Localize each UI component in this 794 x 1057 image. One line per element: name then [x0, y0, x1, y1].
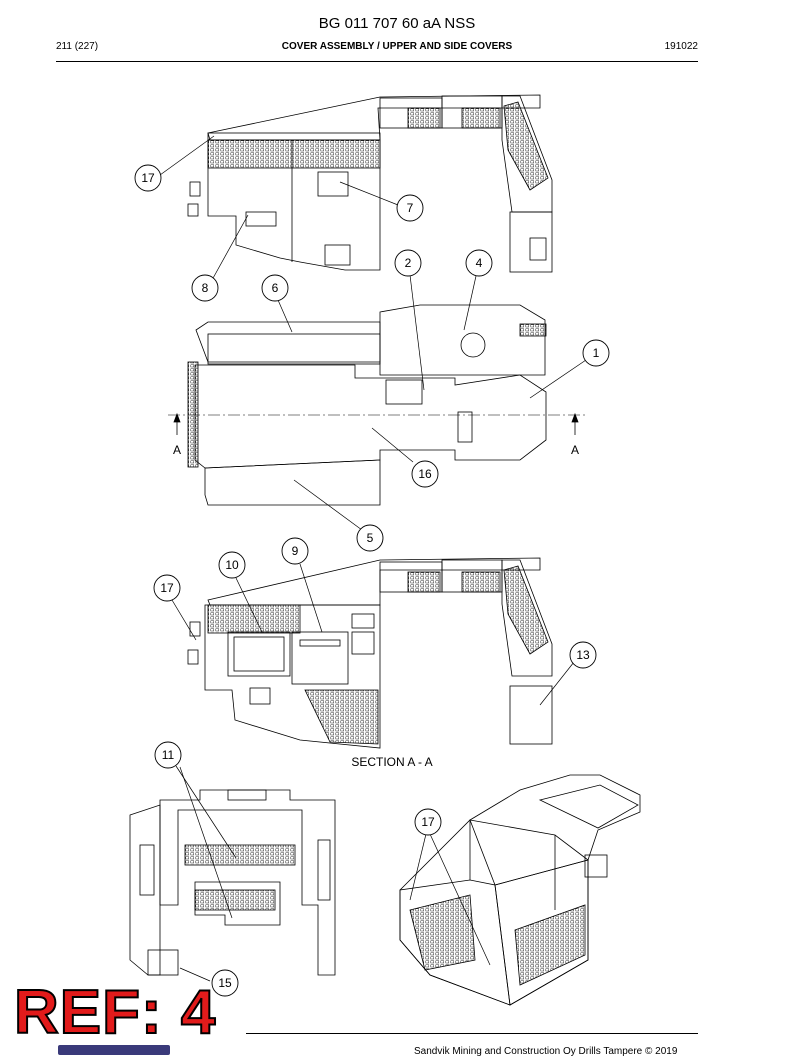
callout-label: 13: [576, 648, 590, 662]
section-view: [187, 557, 553, 749]
section-label: SECTION A - A: [351, 755, 432, 769]
footer-copyright: Sandvik Mining and Construction Oy Drill…: [414, 1046, 678, 1057]
callout-label: 8: [202, 281, 209, 295]
callout-label: 1: [593, 346, 600, 360]
document-title: BG 011 707 60 aA NSS: [318, 15, 476, 32]
leader-lines: [159, 135, 587, 982]
page-number: 211 (227): [56, 41, 99, 52]
document-code: 191022: [664, 41, 698, 52]
callout-bubbles: [134, 164, 610, 997]
callout-label: 17: [421, 815, 435, 829]
callout-label: 15: [218, 976, 232, 990]
sandvik-logo: [58, 1045, 170, 1055]
callout-label: 11: [162, 748, 175, 762]
drawing-text: 17 7 8 6 2 4 1 16 5 10 9 17 13 11 17 15 …: [141, 171, 599, 990]
section-mark-right: A: [571, 443, 579, 457]
plan-view: [168, 304, 588, 506]
callout-label: 17: [141, 171, 155, 185]
callout-label: 17: [160, 581, 174, 595]
header-rule: [56, 61, 698, 62]
callout-label: 4: [476, 256, 483, 270]
callout-label: 10: [225, 558, 239, 572]
callout-label: 7: [407, 201, 414, 215]
footer-rule: [246, 1033, 698, 1034]
top-side-view: [187, 94, 553, 273]
callout-label: 2: [405, 256, 412, 270]
isometric-view: [399, 774, 641, 1006]
section-mark-left: A: [173, 443, 181, 457]
callout-label: 6: [272, 281, 279, 295]
ref-stamp: REF: 4: [13, 978, 217, 1047]
callout-label: 9: [292, 544, 299, 558]
callout-label: 5: [367, 531, 374, 545]
callout-label: 16: [418, 467, 432, 481]
section-heading: COVER ASSEMBLY / UPPER AND SIDE COVERS: [281, 41, 513, 52]
front-view: [129, 789, 336, 976]
